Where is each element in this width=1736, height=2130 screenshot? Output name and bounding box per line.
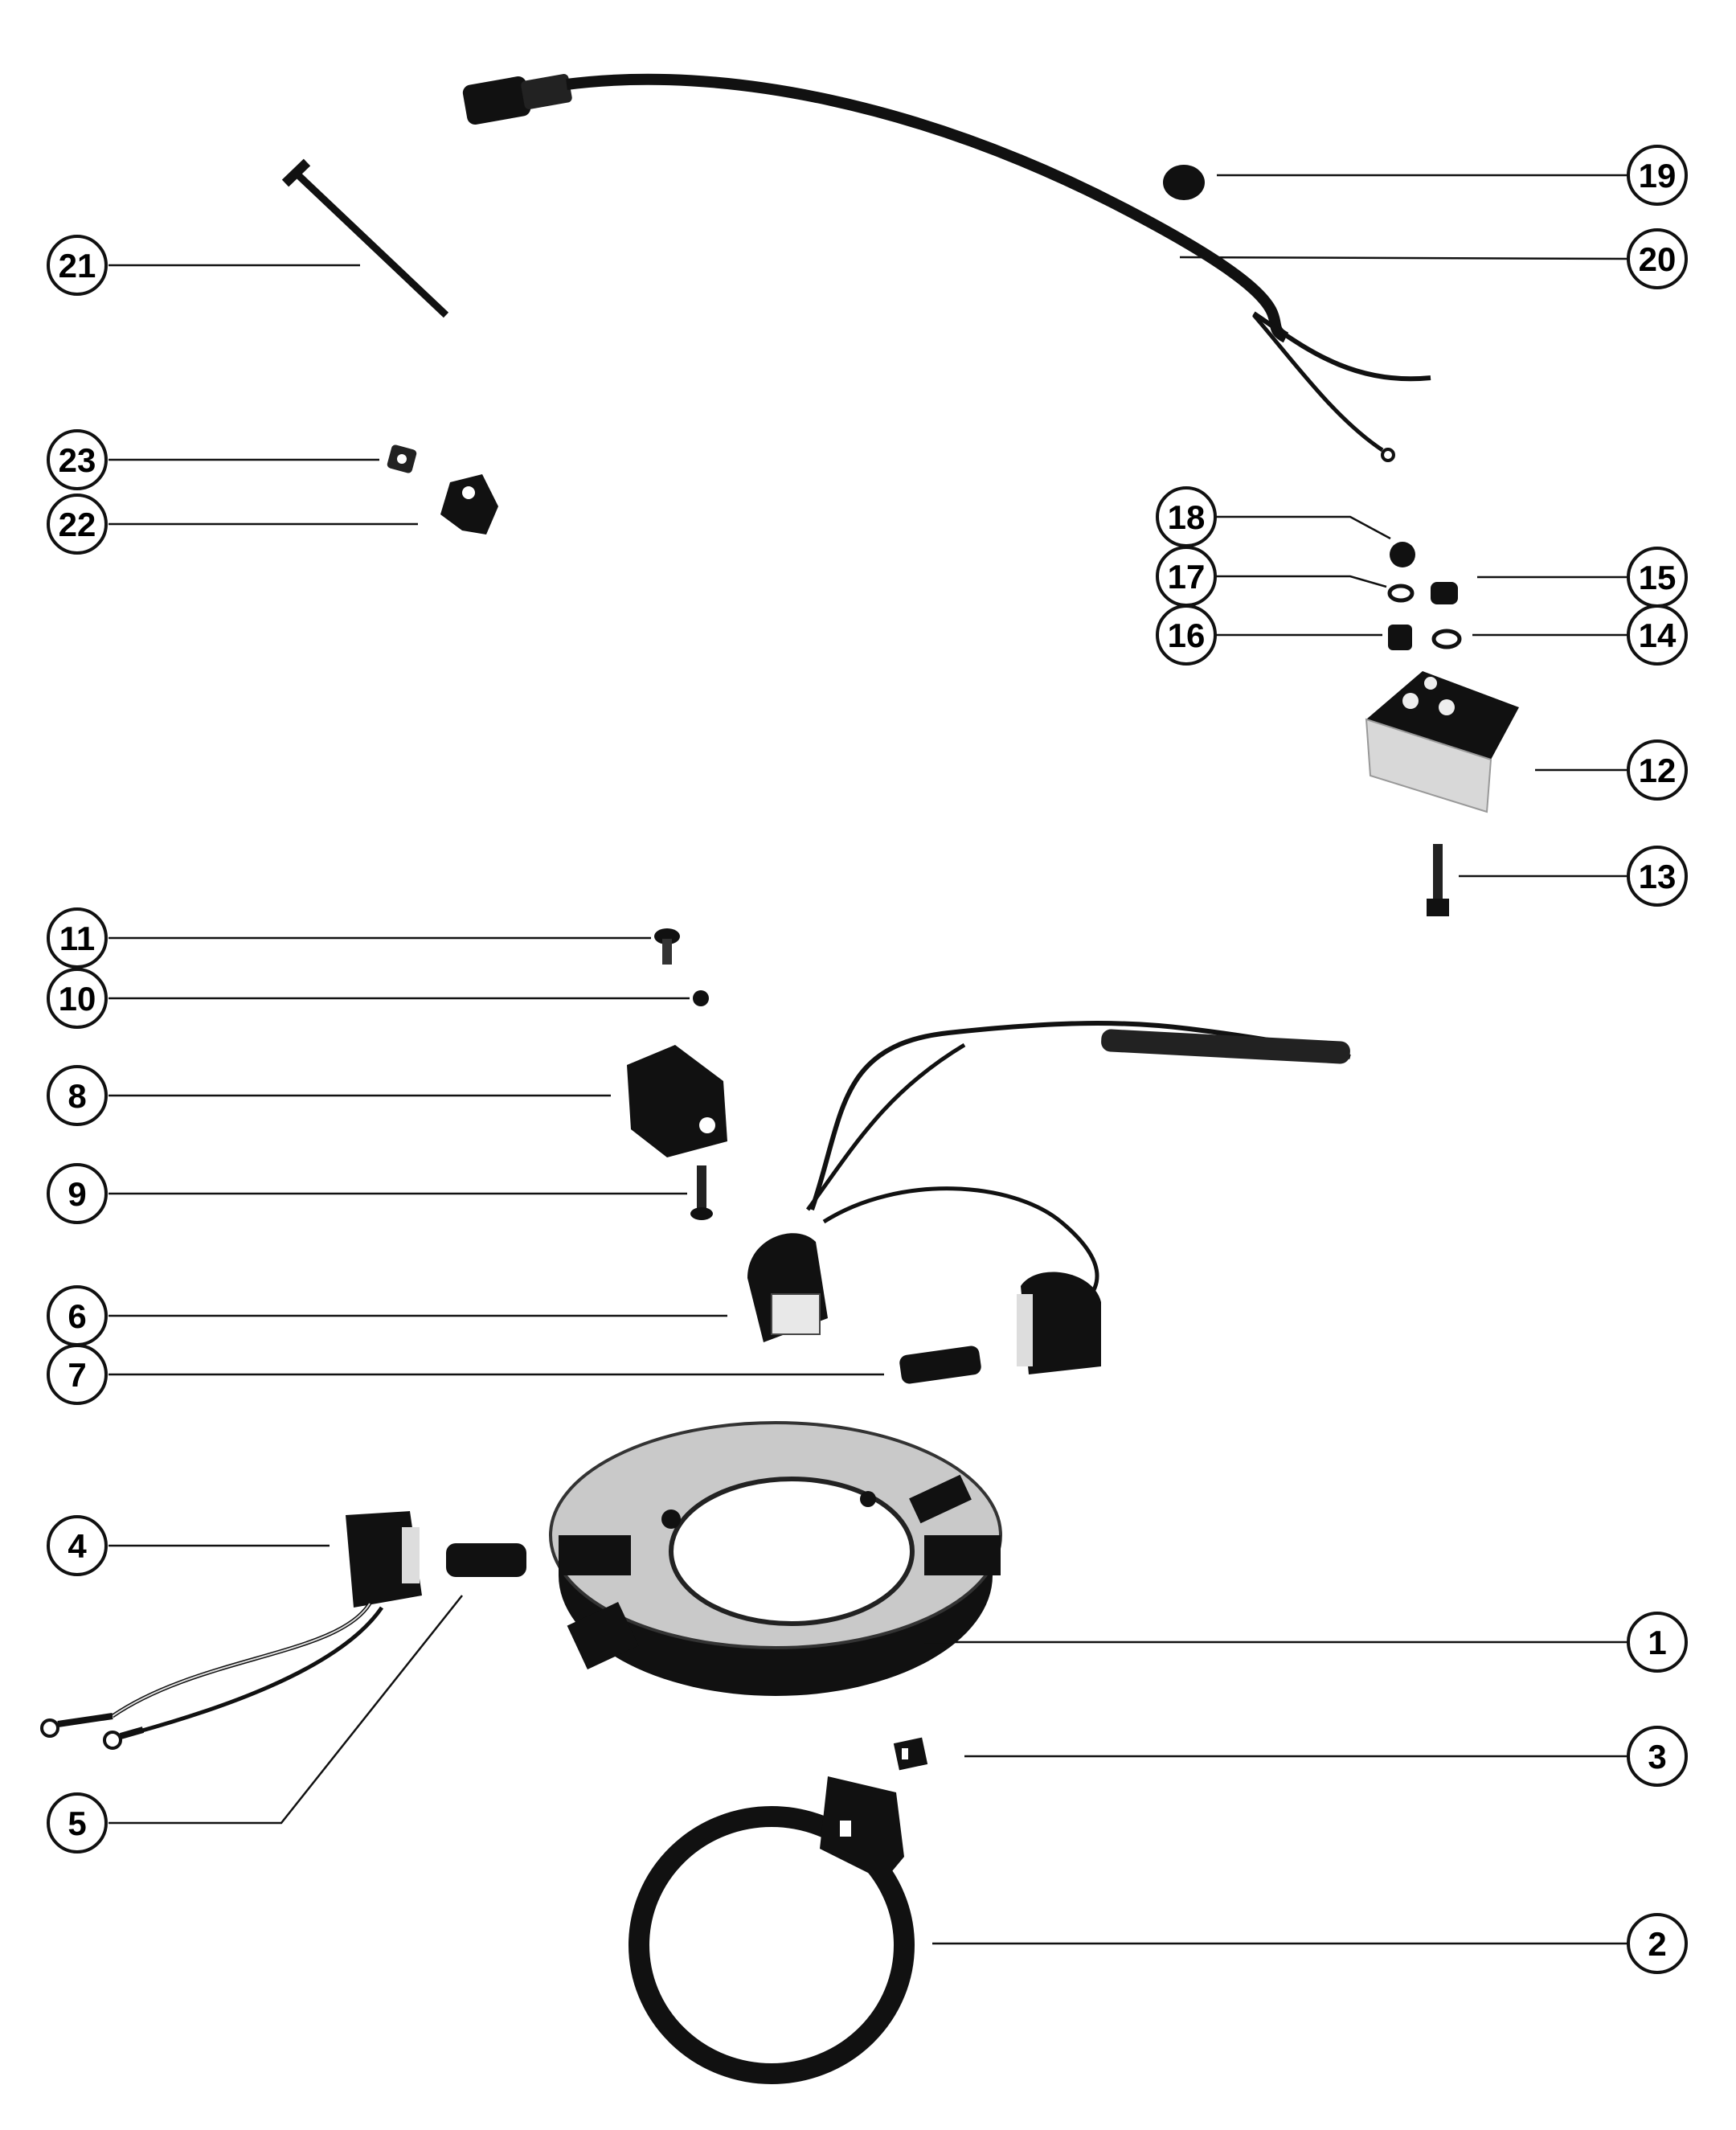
- callout-2: 2: [1627, 1913, 1688, 1974]
- leader-lines: [108, 174, 1628, 1945]
- trigger-block-part: [627, 1045, 727, 1157]
- callout-label: 6: [68, 1297, 86, 1335]
- callout-label: 18: [1168, 498, 1206, 536]
- callout-10: 10: [47, 968, 108, 1029]
- callout-label: 16: [1168, 616, 1206, 654]
- stator-plate-part: [549, 1421, 1002, 1696]
- callout-19: 19: [1627, 145, 1688, 206]
- callout-9: 9: [47, 1163, 108, 1224]
- coil-assembly-part: [747, 1021, 1351, 1374]
- callout-17: 17: [1156, 546, 1217, 607]
- callout-8: 8: [47, 1065, 108, 1126]
- nut-part-15: [1431, 582, 1458, 604]
- callout-16: 16: [1156, 604, 1217, 666]
- screw-part-11: [654, 928, 680, 965]
- callout-14: 14: [1627, 604, 1688, 666]
- plug-part: [1163, 165, 1205, 200]
- screw-part-9: [690, 1165, 713, 1220]
- callout-label: 5: [68, 1804, 86, 1842]
- callout-label: 21: [59, 247, 96, 285]
- callout-label: 7: [68, 1356, 86, 1394]
- callout-label: 10: [59, 980, 96, 1018]
- retainer-ring-part: [628, 1776, 915, 2084]
- clamp-part: [440, 474, 498, 535]
- callout-label: 23: [59, 441, 96, 479]
- callout-15: 15: [1627, 547, 1688, 608]
- coil-core-part-7: [899, 1346, 981, 1384]
- nut-part-16: [1388, 625, 1412, 650]
- washer-part-17: [1387, 584, 1415, 603]
- callout-22: 22: [47, 494, 108, 555]
- washer-part-14: [1431, 629, 1462, 649]
- coil-with-leads-part: [40, 1511, 422, 1750]
- callout-5: 5: [47, 1792, 108, 1854]
- washer-part-10: [693, 990, 709, 1006]
- callout-21: 21: [47, 235, 108, 296]
- callout-7: 7: [47, 1344, 108, 1405]
- callout-18: 18: [1156, 486, 1217, 547]
- callout-13: 13: [1627, 846, 1688, 907]
- callout-label: 12: [1639, 752, 1677, 789]
- callout-label: 22: [59, 506, 96, 543]
- coil-core-part-5: [446, 1543, 526, 1577]
- callout-3: 3: [1627, 1726, 1688, 1787]
- callout-label: 2: [1648, 1925, 1666, 1963]
- callout-label: 3: [1648, 1738, 1666, 1776]
- callout-label: 17: [1168, 558, 1206, 596]
- callout-label: 19: [1639, 157, 1677, 195]
- nut-part-18: [1390, 542, 1415, 567]
- callout-11: 11: [47, 907, 108, 969]
- callout-label: 8: [68, 1077, 86, 1115]
- callout-12: 12: [1627, 739, 1688, 801]
- callout-23: 23: [47, 429, 108, 490]
- bolt-part: [281, 158, 449, 318]
- callout-label: 9: [68, 1175, 86, 1213]
- callout-label: 14: [1639, 616, 1677, 654]
- wire-harness-part: [462, 73, 1431, 462]
- callout-6: 6: [47, 1285, 108, 1346]
- callout-label: 13: [1639, 858, 1677, 895]
- callout-label: 15: [1639, 559, 1677, 596]
- callout-1: 1: [1627, 1612, 1688, 1673]
- callout-label: 4: [68, 1527, 87, 1565]
- callout-label: 20: [1639, 240, 1677, 278]
- screw-part-13: [1427, 844, 1449, 916]
- callout-label: 1: [1648, 1624, 1666, 1661]
- callout-20: 20: [1627, 228, 1688, 289]
- callout-label: 11: [59, 920, 95, 957]
- terminal-block-part: [1365, 671, 1519, 813]
- clip-part: [893, 1737, 928, 1771]
- callout-4: 4: [47, 1515, 108, 1576]
